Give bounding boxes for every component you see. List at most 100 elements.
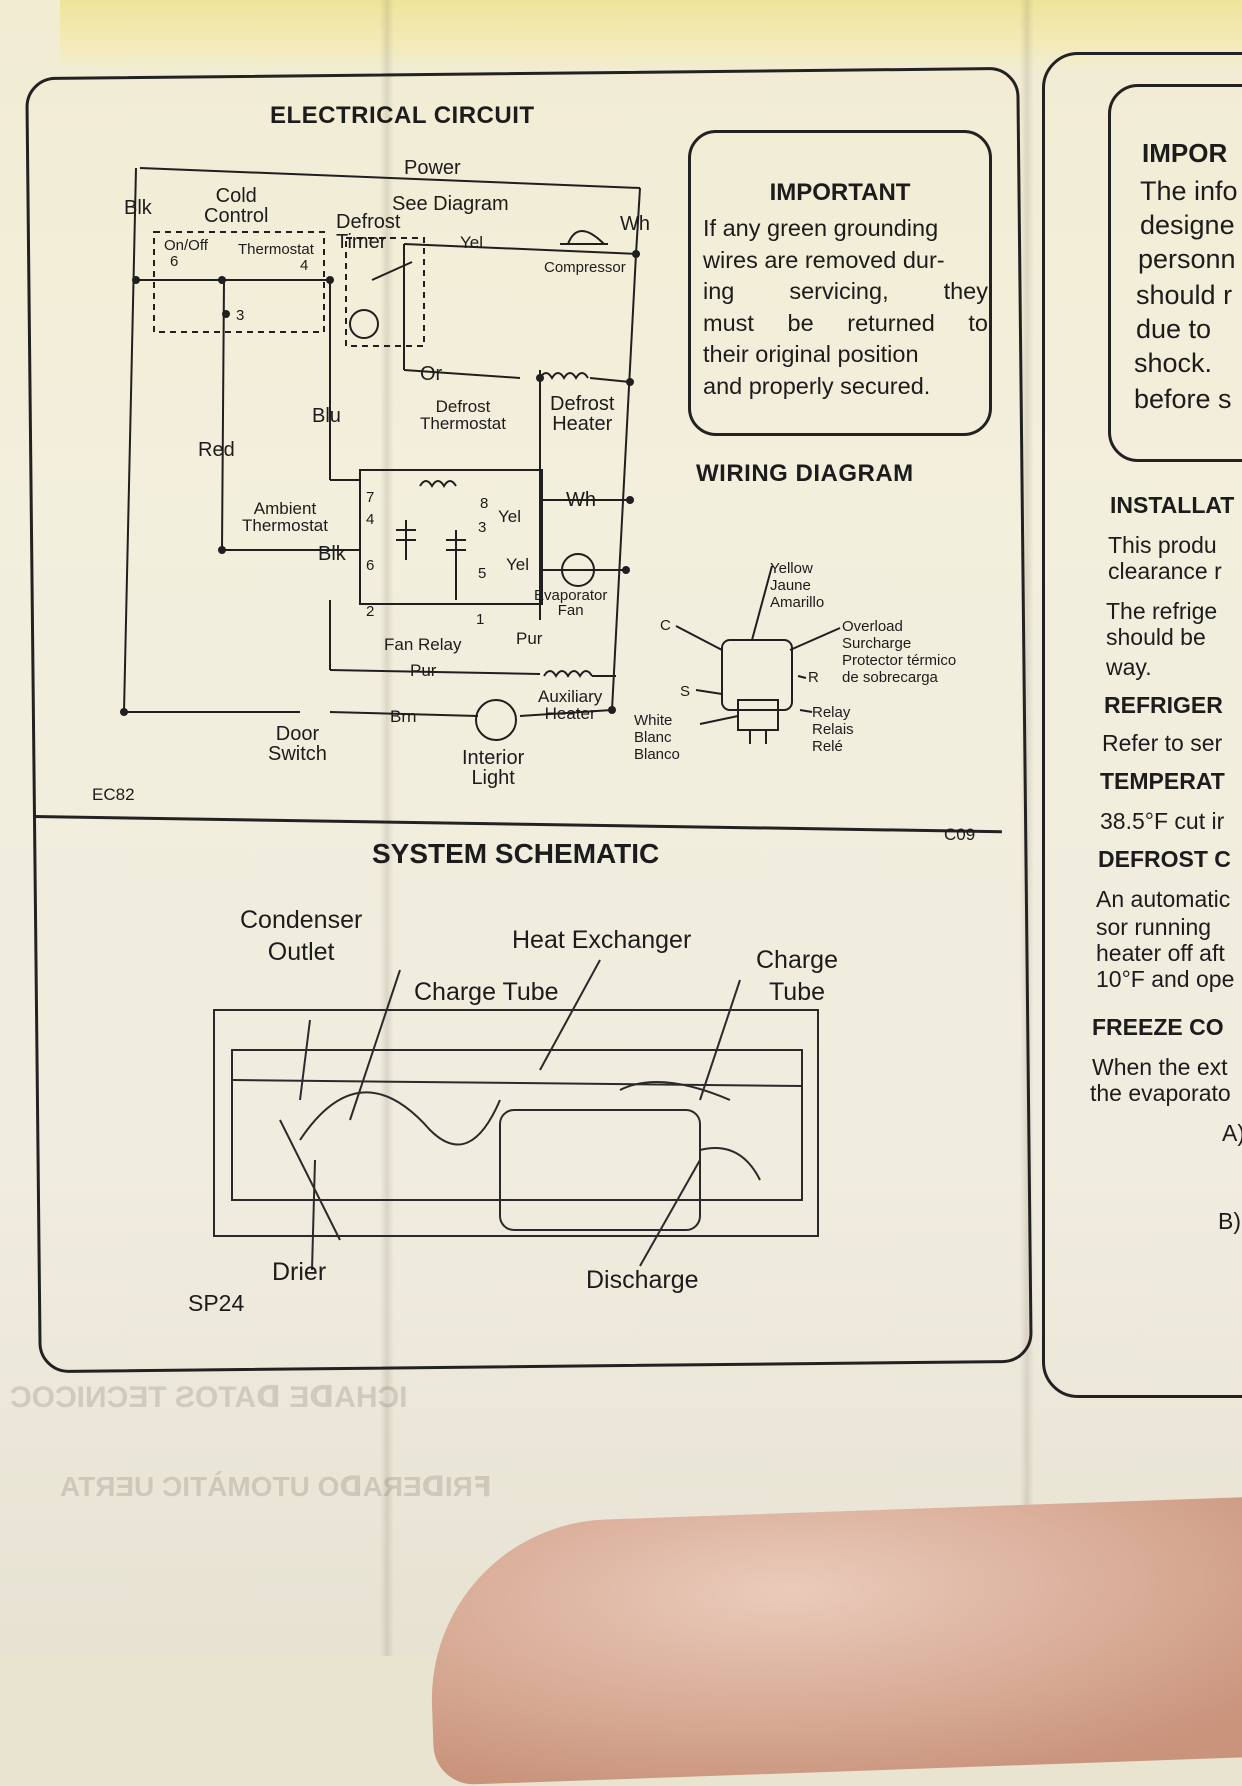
finger [425, 1494, 1242, 1786]
wh-mid-label: Wh [566, 489, 596, 511]
blk-mid-label: Blk [318, 543, 346, 565]
paper-fold [380, 0, 394, 1656]
defrost-line: sor running [1096, 914, 1212, 940]
bleed-through-text: ATЯƎU ƆITÁMOTU OᗡAЯƎᗡIЯꟻ [60, 1471, 492, 1502]
relay-terminal-6: 6 [366, 557, 375, 574]
important-box: IMPORTANT If any green grounding wires a… [688, 130, 992, 436]
freeze-item-b: B) [1218, 1208, 1241, 1234]
right-important-box [1108, 84, 1242, 462]
condenser-outlet-label: Condenser Outlet [240, 906, 363, 966]
terminal-4-label: 4 [300, 257, 309, 274]
relay-terminal-4: 4 [366, 511, 375, 528]
yellow-page-edge [60, 0, 1242, 70]
freeze-line: the evaporato [1090, 1080, 1231, 1106]
overload-label: Overload Surcharge Protector térmico de … [842, 618, 957, 686]
r-terminal-label: R [808, 669, 819, 686]
relay-terminal-2: 2 [366, 603, 375, 620]
right-page-panel [1042, 52, 1242, 1398]
system-schematic-title: SYSTEM SCHEMATIC [372, 838, 660, 869]
code-sp24: SP24 [188, 1290, 245, 1316]
refrigerant-heading: REFRIGER [1104, 692, 1223, 718]
wh-top-label: Wh [620, 213, 650, 235]
yellow-label: Yellow Jaune Amarillo [770, 560, 825, 611]
defrost-timer-label: Defrost Timer [336, 211, 401, 253]
relay-terminal-5: 5 [478, 565, 487, 582]
brn-label: Brn [390, 707, 417, 726]
right-important-line: due to [1136, 314, 1212, 344]
charge-tube-left-label: Charge Tube [414, 978, 559, 1006]
auxiliary-heater-label: Auxiliary Heater [538, 687, 603, 723]
important-body: If any green grounding wires are removed… [703, 213, 988, 402]
see-diagram-label: See Diagram [392, 193, 509, 215]
important-line: wires are removed dur- [703, 246, 945, 273]
right-important-line: designe [1140, 210, 1235, 240]
important-line: and properly secured. [703, 372, 931, 399]
or-label: Or [420, 363, 443, 385]
bleed-through-text: ƆOƆIИƆƎT ƧOTAᗡ ƎᗡAHƆI [10, 1381, 408, 1414]
white-label: White Blanc Blanco [634, 712, 680, 763]
charge-tube-right-label: Charge Tube [756, 946, 838, 1006]
code-c09: C09 [944, 825, 976, 844]
relay-label: Relay Relais Relé [812, 704, 854, 755]
relay-terminal-7: 7 [366, 489, 375, 506]
freeze-line: When the ext [1092, 1054, 1228, 1080]
discharge-label: Discharge [586, 1266, 699, 1294]
compressor-label: Compressor [544, 259, 626, 276]
blk-label: Blk [124, 197, 152, 219]
installation-line: The refrige [1106, 598, 1218, 624]
right-important-line: The info [1140, 176, 1238, 206]
relay-terminal-8: 8 [480, 495, 489, 512]
c-terminal-label: C [660, 617, 671, 634]
paper-background [0, 0, 1242, 1656]
s-terminal-label: S [680, 683, 691, 700]
drier-label: Drier [272, 1258, 327, 1286]
refrigerant-line: Refer to ser [1102, 730, 1223, 756]
installation-line: should be [1106, 624, 1206, 650]
important-title: IMPORTANT [769, 179, 911, 206]
pur-label-1: Pur [516, 629, 543, 648]
right-important-line: personn [1138, 244, 1236, 274]
right-important-line: should r [1136, 280, 1233, 310]
defrost-heater-label: Defrost Heater [550, 393, 615, 435]
temperature-line: 38.5°F cut ir [1100, 808, 1225, 834]
right-important-title: IMPOR [1142, 138, 1228, 168]
red-label: Red [198, 439, 235, 461]
defrost-line: An automatic [1096, 886, 1231, 912]
yel-mid-label: Yel [498, 507, 522, 526]
blu-label: Blu [312, 405, 341, 427]
yel-fan-label: Yel [506, 555, 530, 574]
yel-top-label: Yel [460, 233, 484, 252]
temperature-heading: TEMPERAT [1100, 768, 1225, 794]
relay-terminal-3: 3 [478, 519, 487, 536]
circuit-wires [120, 167, 841, 1271]
defrost-line: heater off aft [1096, 940, 1225, 966]
fan-relay-label: Fan Relay [384, 635, 462, 654]
important-line: ing servicing, they [703, 278, 988, 304]
important-line: their original position [703, 341, 919, 367]
evaporator-fan-label: Evaporator Fan [534, 587, 608, 619]
defrost-heading: DEFROST C [1098, 846, 1231, 872]
defrost-line: 10°F and ope [1096, 966, 1235, 992]
installation-line: This produ [1108, 532, 1217, 558]
wiring-diagram-title: WIRING DIAGRAM [696, 460, 914, 487]
ambient-thermostat-label: Ambient Thermostat [242, 499, 328, 535]
on-off-label: On/Off [164, 237, 208, 254]
terminal-6-label: 6 [170, 253, 179, 270]
freeze-item-a: A) [1222, 1120, 1242, 1146]
right-important-line: shock. [1134, 348, 1213, 378]
important-line: must be returned to [703, 309, 988, 336]
cold-control-label: Cold Control [204, 185, 269, 227]
terminal-3-label: 3 [236, 307, 245, 324]
freeze-heading: FREEZE CO [1092, 1014, 1224, 1040]
electrical-circuit-title: ELECTRICAL CIRCUIT [270, 102, 535, 129]
installation-line: way. [1106, 654, 1152, 680]
relay-terminal-1: 1 [476, 611, 485, 628]
paper-fold [1020, 0, 1034, 1656]
important-line: If any green grounding [703, 215, 939, 241]
power-label: Power [404, 157, 461, 179]
installation-heading: INSTALLAT [1110, 492, 1235, 518]
right-important-line: before s [1134, 384, 1232, 414]
code-ec82: EC82 [92, 785, 135, 804]
heat-exchanger-label: Heat Exchanger [512, 926, 692, 954]
interior-light-label: Interior Light [462, 747, 525, 789]
